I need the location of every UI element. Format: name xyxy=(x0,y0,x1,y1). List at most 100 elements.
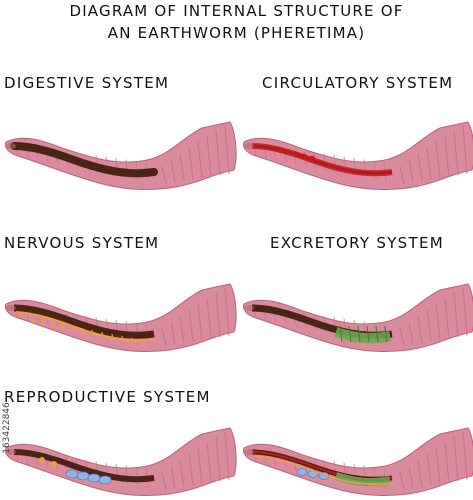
body-segment xyxy=(179,315,185,344)
body-segment xyxy=(197,447,203,485)
body-segment xyxy=(444,135,450,177)
body-segment xyxy=(444,441,450,483)
worm-head xyxy=(6,143,16,149)
gut xyxy=(10,142,158,178)
body-segment xyxy=(453,435,459,482)
body-segment xyxy=(197,141,203,179)
body-segment xyxy=(224,125,230,174)
body-segment xyxy=(161,165,167,185)
label-reproductive-system: REPRODUCTIVE SYSTEM xyxy=(4,388,211,406)
nerve-branch xyxy=(101,331,104,339)
worm-head xyxy=(6,305,16,311)
heart xyxy=(293,151,299,158)
body-segment xyxy=(215,435,221,482)
worm-nervous xyxy=(5,283,237,352)
body-segment xyxy=(453,291,459,338)
body-segment xyxy=(399,327,405,347)
nerve-branch xyxy=(81,327,84,335)
diagram-title-line-1: DIAGRAM OF INTERNAL STRUCTURE OF xyxy=(69,2,404,20)
body-segment xyxy=(426,309,432,342)
heart xyxy=(309,155,315,162)
nerve-branch xyxy=(121,335,124,343)
nerve-branch xyxy=(91,329,94,337)
gut xyxy=(13,449,155,483)
nephridia xyxy=(334,327,391,344)
body-segment xyxy=(462,287,468,336)
body-segment xyxy=(426,147,432,180)
body-segment xyxy=(188,453,194,486)
body-segment xyxy=(161,327,167,347)
worm-digestive xyxy=(5,121,237,190)
gut xyxy=(13,304,155,339)
body-segment xyxy=(170,321,176,345)
nephridia xyxy=(334,472,391,487)
diagram-title-line-2: AN EARTHWORM (PHERETIMA) xyxy=(107,24,366,42)
worm-body xyxy=(243,283,473,352)
body-segment xyxy=(224,287,230,336)
reproductive-organ xyxy=(98,475,112,485)
reproductive-organ xyxy=(65,469,79,479)
nephridia-segment xyxy=(366,325,370,343)
body-segment xyxy=(206,441,212,483)
worm-body xyxy=(5,121,237,190)
nephridia-segment xyxy=(384,325,388,343)
worm-head xyxy=(244,305,254,311)
body-segment xyxy=(444,297,450,339)
worm-combined xyxy=(243,427,473,496)
reproductive-organ xyxy=(87,473,101,483)
worm-body xyxy=(243,427,473,496)
worm-head xyxy=(6,449,16,455)
body-segment xyxy=(453,129,459,176)
nerve-branch xyxy=(131,337,134,345)
worm-head xyxy=(244,449,254,455)
heart xyxy=(285,149,291,156)
nephridia-segment xyxy=(339,325,343,343)
body-segment xyxy=(399,165,405,185)
worm-excretory xyxy=(243,283,473,352)
worm-body xyxy=(5,427,237,496)
body-segment xyxy=(170,465,176,489)
reproductive-organ xyxy=(76,471,90,481)
nerve-branch xyxy=(111,333,114,341)
body-segment xyxy=(462,431,468,480)
worm-body xyxy=(5,283,237,352)
body-segment xyxy=(408,465,414,489)
body-segment xyxy=(408,159,414,183)
label-digestive-system: DIGESTIVE SYSTEM xyxy=(4,74,170,92)
body-segment xyxy=(215,291,221,338)
ovary xyxy=(51,461,57,467)
heart xyxy=(277,147,283,153)
label-nervous-system: NERVOUS SYSTEM xyxy=(4,234,160,252)
body-segment xyxy=(399,471,405,491)
body-segment xyxy=(206,297,212,339)
worm-reproductive xyxy=(5,427,237,496)
body-segment xyxy=(435,447,441,485)
body-segment xyxy=(462,125,468,174)
worm-head xyxy=(244,143,254,149)
ovary xyxy=(39,457,45,463)
body-segment xyxy=(435,303,441,341)
nerve-branch xyxy=(61,323,64,331)
nephridia-segment xyxy=(375,325,379,343)
nerve-cord xyxy=(253,455,395,486)
nerve-branch xyxy=(141,339,144,347)
body-segment xyxy=(215,129,221,176)
watermark-id: 163422846 xyxy=(2,402,12,454)
body-segment xyxy=(426,453,432,486)
nephridia-segment xyxy=(348,325,352,343)
body-segment xyxy=(417,459,423,488)
nerve-branch xyxy=(31,317,34,325)
body-segment xyxy=(206,135,212,177)
body-segment xyxy=(417,153,423,182)
label-circulatory-system: CIRCULATORY SYSTEM xyxy=(262,74,454,92)
body-segment xyxy=(179,153,185,182)
body-segment xyxy=(188,147,194,180)
nephridia-segment xyxy=(357,325,361,343)
nerve-branch xyxy=(51,321,54,329)
body-segment xyxy=(408,321,414,345)
worm-body xyxy=(243,121,473,190)
label-excretory-system: EXCRETORY SYSTEM xyxy=(270,234,444,252)
body-segment xyxy=(188,309,194,342)
body-segment xyxy=(170,159,176,183)
body-segment xyxy=(179,459,185,488)
